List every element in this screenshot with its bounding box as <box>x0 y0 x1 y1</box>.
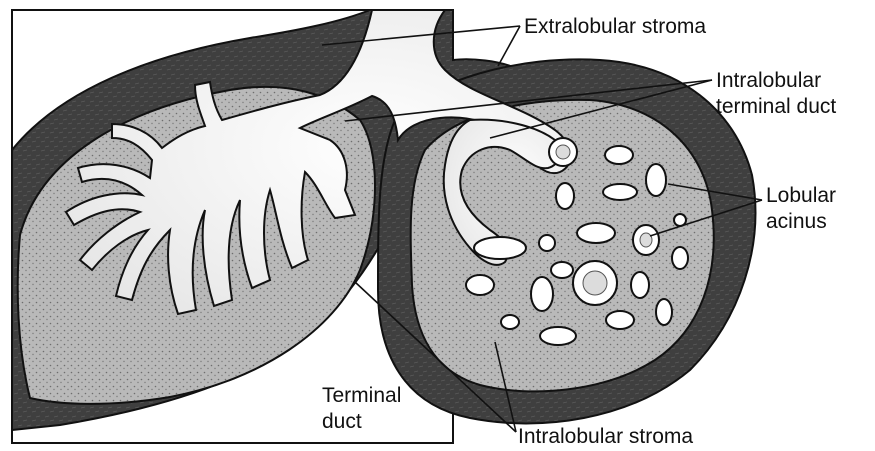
acinus <box>656 299 672 325</box>
acinus <box>672 247 688 269</box>
acinus <box>556 183 574 209</box>
label-lobular-acinus: Lobular acinus <box>766 183 836 235</box>
label-terminal-duct-line2: duct <box>322 409 401 435</box>
label-intralobular-terminal-duct-line1: Intralobular <box>716 68 836 94</box>
acinus <box>646 164 666 196</box>
label-lobular-acinus-line2: acinus <box>766 209 836 235</box>
acinus <box>631 272 649 298</box>
acinus <box>531 277 553 311</box>
acinus <box>605 146 633 164</box>
acinus <box>603 184 637 200</box>
acinus <box>540 327 576 345</box>
label-intralobular-stroma: Intralobular stroma <box>518 424 693 450</box>
acinus <box>539 235 555 251</box>
acinus <box>501 315 519 329</box>
acinus <box>466 275 494 295</box>
label-extralobular-stroma: Extralobular stroma <box>524 14 706 40</box>
leader-extralobular-2 <box>498 26 520 66</box>
label-intralobular-terminal-duct: Intralobular terminal duct <box>716 68 836 120</box>
label-lobular-acinus-line1: Lobular <box>766 183 836 209</box>
acinus <box>474 237 526 259</box>
acinus <box>577 223 615 243</box>
acinus <box>606 311 634 329</box>
label-intralobular-terminal-duct-line2: terminal duct <box>716 94 836 120</box>
acinus <box>551 262 573 278</box>
label-terminal-duct: Terminal duct <box>322 383 401 435</box>
label-terminal-duct-line1: Terminal <box>322 383 401 409</box>
